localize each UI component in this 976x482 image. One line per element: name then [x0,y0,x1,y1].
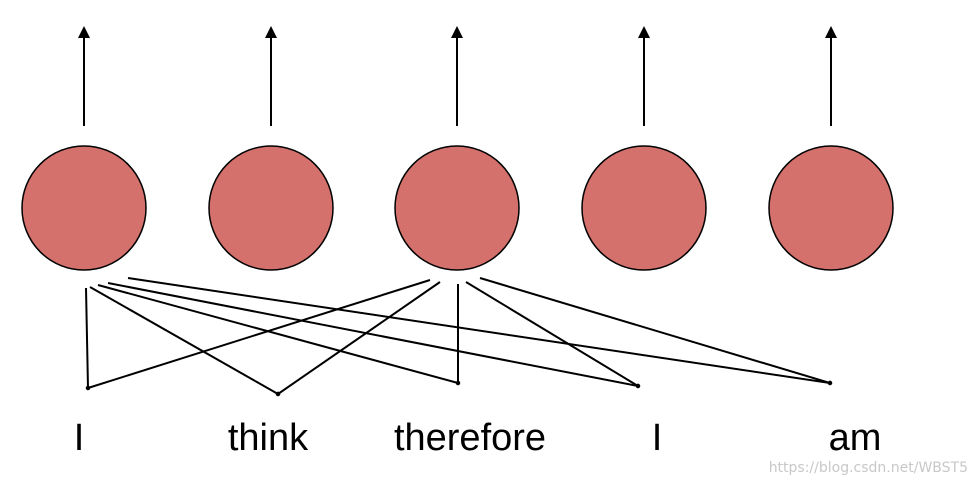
node-5 [768,145,894,271]
word-labels: I think therefore I am [74,417,882,459]
connection-node1-word3 [97,284,459,384]
word-label-1: I [74,417,85,459]
watermark: https://blog.csdn.net/WBST5 [769,460,968,476]
connection-node3-word1 [87,279,431,389]
connection-node1-word5 [127,277,831,384]
node-4 [581,145,707,271]
connection-end-dot [85,385,91,391]
connection-node3-word5 [479,277,831,384]
connection-node3-word2 [277,281,441,395]
word-label-2: think [228,417,309,459]
word-label-3: therefore [394,417,546,459]
connection-node1-word4 [107,282,639,387]
node-1 [21,145,147,271]
node-3 [394,145,520,271]
node-2 [208,145,334,271]
connection-end-dot [455,380,461,386]
output-arrows [78,26,837,126]
connection-end-dot [635,383,641,389]
nodes [21,145,894,271]
connection-end-dot [275,391,281,397]
connection-node1-word2 [89,286,279,395]
connection-end-dot [827,380,833,386]
connection-node1-word1 [85,287,89,389]
connection-node3-word4 [465,281,639,387]
connection-lines [85,277,833,397]
word-label-4: I [652,417,663,459]
word-label-5: am [829,417,882,459]
